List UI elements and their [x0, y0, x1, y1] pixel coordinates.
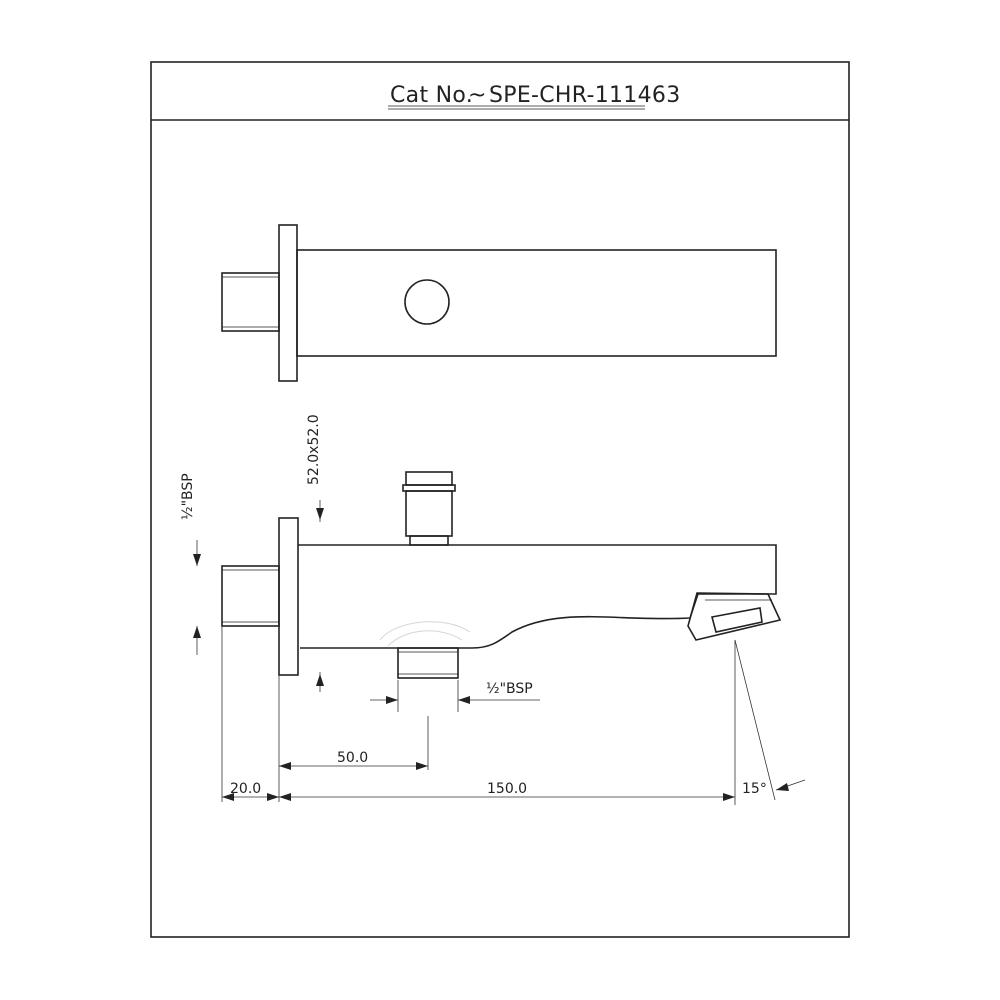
bsp-inlet-label: ½"BSP: [180, 473, 196, 520]
spout-body-outline: [298, 544, 777, 649]
outlet-offset-label: 50.0: [337, 750, 368, 766]
diverter-knob: [402, 471, 456, 546]
dimension-spout-length: 150.0: [279, 640, 736, 805]
top-view-thread-stub: [221, 272, 280, 332]
hidden-contour: [379, 621, 471, 641]
aerator: [687, 592, 782, 641]
diverter-knob-circle: [404, 279, 450, 325]
sheet-border: [150, 61, 850, 938]
dimension-thread-length: 20.0: [221, 626, 279, 802]
dimension-bsp-inlet: ½"BSP: [180, 473, 201, 655]
bottom-outlet-nipple: [397, 647, 459, 679]
bsp-outlet-label: ½"BSP: [486, 681, 533, 697]
top-view-wall-plate: [278, 224, 298, 382]
side-view-wall-plate: [278, 517, 299, 676]
dimension-bsp-outlet: ½"BSP: [370, 680, 540, 712]
side-view: [221, 471, 782, 679]
top-view: [221, 224, 777, 382]
spray-angle-label: 15°: [742, 781, 767, 797]
side-view-thread-stub: [221, 565, 280, 627]
title-block: Cat No. ~ SPE-CHR-111463: [388, 83, 681, 110]
cat-prefix: Cat No.: [390, 83, 473, 108]
dimension-plate-size: 52.0x52.0: [306, 414, 324, 692]
dimension-outlet-offset: 50.0: [278, 675, 429, 802]
spout-length-label: 150.0: [487, 781, 527, 797]
title-separator: ~: [468, 83, 487, 108]
plate-size-label: 52.0x52.0: [306, 414, 322, 485]
dimension-spray-angle: 15°: [734, 639, 806, 801]
top-view-spout-body: [296, 249, 777, 357]
catalog-number: SPE-CHR-111463: [489, 83, 681, 108]
thread-length-label: 20.0: [230, 781, 261, 797]
